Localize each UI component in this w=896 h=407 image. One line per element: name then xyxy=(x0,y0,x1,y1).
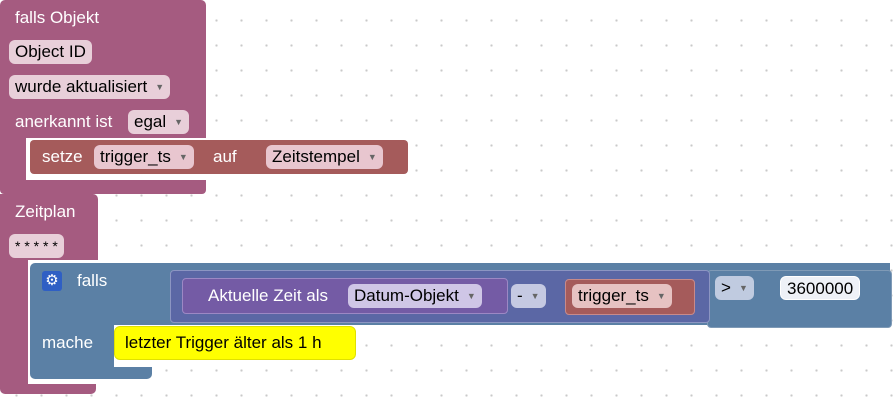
set-label: setze xyxy=(42,147,83,166)
compare-block[interactable]: >▼ 3600000 xyxy=(707,270,892,328)
chevron-down-icon: ▼ xyxy=(155,82,165,92)
time-format-value: Datum-Objekt xyxy=(354,286,459,305)
chevron-down-icon: ▼ xyxy=(738,283,748,293)
schedule-block[interactable]: Zeitplan * * * * * xyxy=(0,194,100,400)
trigger-title: falls Objekt xyxy=(15,8,100,27)
chevron-down-icon: ▼ xyxy=(466,291,476,301)
variable-dropdown-value: trigger_ts xyxy=(100,147,171,166)
chevron-down-icon: ▼ xyxy=(174,117,184,127)
object-id-field[interactable]: Object ID xyxy=(9,40,92,64)
chevron-down-icon: ▼ xyxy=(367,152,377,162)
schedule-title: Zeitplan xyxy=(15,202,76,221)
operator-dropdown-value: > xyxy=(721,278,731,297)
time-format-dropdown[interactable]: Datum-Objekt ▼ xyxy=(348,284,482,308)
cron-field[interactable]: * * * * * xyxy=(9,234,64,258)
current-time-block[interactable]: Aktuelle Zeit als Datum-Objekt ▼ xyxy=(182,278,508,314)
chevron-down-icon: ▼ xyxy=(530,291,540,301)
comment-text: letzter Trigger älter als 1 h xyxy=(125,333,322,352)
minus-operator-value: - xyxy=(517,286,523,305)
number-field[interactable]: 3600000 xyxy=(780,276,861,300)
ack-dropdown[interactable]: egal ▼ xyxy=(128,110,190,134)
comment-block[interactable]: letzter Trigger älter als 1 h xyxy=(114,326,356,360)
timestamp-dropdown-value: Zeitstempel xyxy=(272,147,360,166)
variable-get-dropdown[interactable]: trigger_ts ▼ xyxy=(572,284,672,308)
minus-operator-dropdown[interactable]: -▼ xyxy=(511,284,546,308)
chevron-down-icon: ▼ xyxy=(656,291,666,301)
event-dropdown-value: wurde aktualisiert xyxy=(15,77,148,96)
operator-dropdown[interactable]: >▼ xyxy=(715,276,754,300)
gear-icon[interactable]: ⚙ xyxy=(42,271,62,291)
ack-dropdown-value: egal xyxy=(134,112,167,131)
variable-get-block[interactable]: trigger_ts ▼ xyxy=(565,279,695,315)
timestamp-dropdown[interactable]: Zeitstempel ▼ xyxy=(266,145,383,169)
chevron-down-icon: ▼ xyxy=(178,152,188,162)
variable-get-value: trigger_ts xyxy=(578,286,649,305)
current-time-label: Aktuelle Zeit als xyxy=(208,286,328,305)
trigger-block-object[interactable]: falls Objekt Object ID wurde aktualisier… xyxy=(0,0,206,194)
event-dropdown[interactable]: wurde aktualisiert ▼ xyxy=(9,75,171,99)
ack-label: anerkannt ist xyxy=(15,112,113,131)
do-label: mache xyxy=(42,333,94,352)
set-variable-block[interactable]: setze trigger_ts ▼ auf Zeitstempel ▼ xyxy=(30,140,408,174)
to-label: auf xyxy=(213,147,237,166)
variable-dropdown[interactable]: trigger_ts ▼ xyxy=(94,145,194,169)
if-label: falls xyxy=(77,271,108,290)
